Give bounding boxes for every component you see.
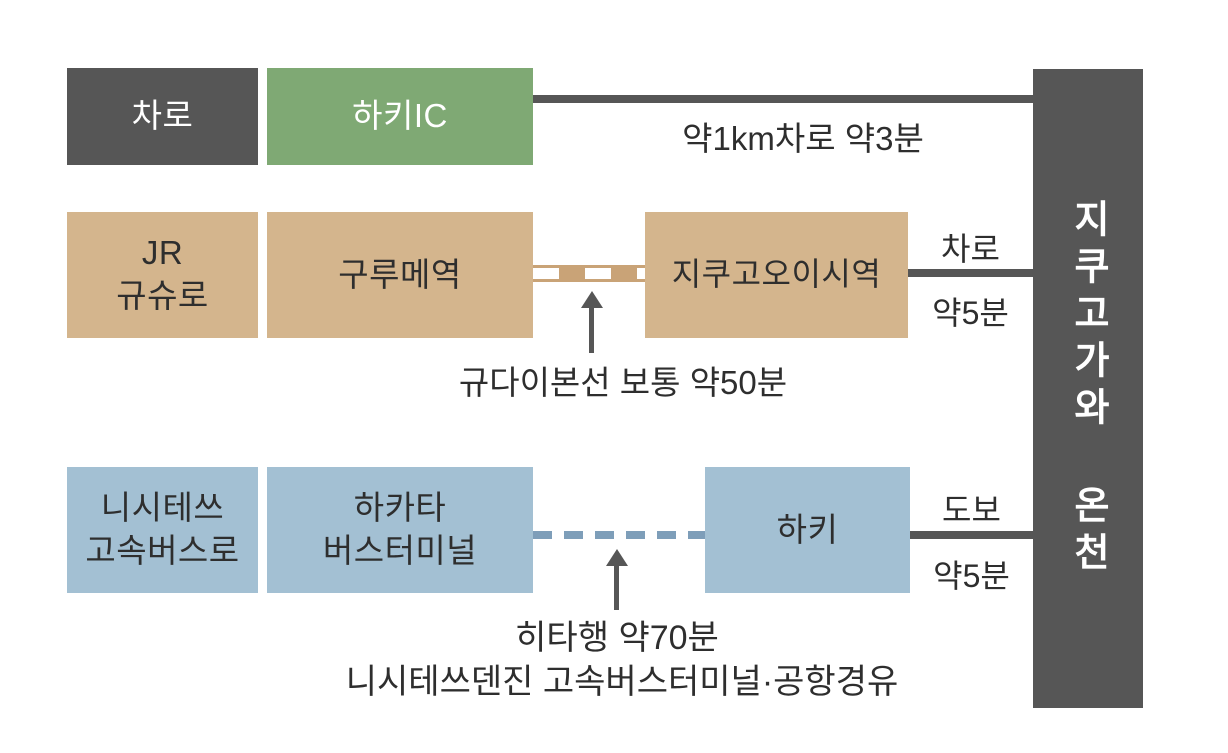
leg-mode-label-train: 차로 bbox=[941, 231, 1000, 267]
up-arrow-stem bbox=[589, 307, 594, 353]
connector-label-car: 약1km차로 약3분 bbox=[682, 120, 924, 157]
bus-route-dashed-line bbox=[533, 531, 705, 539]
node-box-kurume-station: 구루메역 bbox=[267, 212, 533, 338]
up-arrow-stem bbox=[614, 565, 619, 610]
node-box-chikugo-oishi-station: 지쿠고오이시역 bbox=[645, 212, 908, 338]
connector-line-bus-leg bbox=[910, 531, 1033, 539]
destination-box-chikugogawa-onsen: 지쿠고가와 온천 bbox=[1033, 69, 1143, 708]
node-box-hakata-bus-terminal: 하카타 버스터미널 bbox=[267, 467, 533, 593]
node-box-haki: 하키 bbox=[705, 467, 910, 593]
up-arrow-icon bbox=[606, 549, 628, 566]
bus-note-line2: 니시테쓰덴진 고속버스터미널·공항경유 bbox=[345, 663, 899, 701]
mode-box-jr: JR 규슈로 bbox=[67, 212, 258, 338]
leg-time-label-bus: 약5분 bbox=[933, 558, 1010, 594]
leg-mode-label-bus: 도보 bbox=[942, 492, 1001, 528]
rail-note-label: 규다이본선 보통 약50분 bbox=[458, 364, 788, 401]
connector-line-train-leg bbox=[908, 269, 1033, 277]
mode-box-bus: 니시테쓰 고속버스로 bbox=[67, 467, 258, 593]
railway-line-icon bbox=[533, 265, 645, 282]
bus-note-line1: 히타행 약70분 bbox=[515, 619, 719, 657]
leg-time-label-train: 약5분 bbox=[932, 295, 1009, 331]
up-arrow-icon bbox=[581, 291, 603, 308]
node-box-haki-ic: 하키IC bbox=[267, 68, 533, 165]
connector-line-car bbox=[533, 95, 1033, 103]
mode-box-car: 차로 bbox=[67, 68, 258, 165]
